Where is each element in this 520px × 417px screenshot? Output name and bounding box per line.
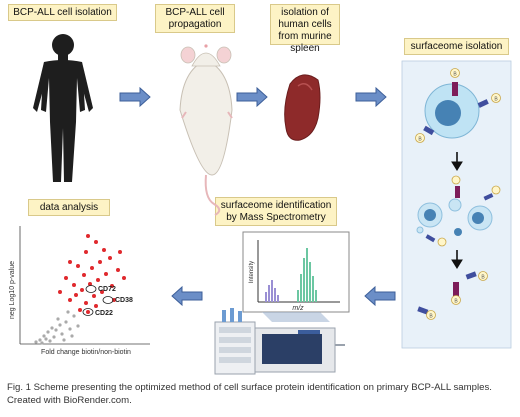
- arrow-5: [171, 285, 203, 307]
- mass-spectrum-plot: Intensity m/z: [242, 231, 350, 313]
- spectrum-peaks-purple: [265, 280, 279, 302]
- spectrum-xlabel: m/z: [292, 305, 304, 312]
- step-label-identification: surfaceome identification by Mass Spectr…: [215, 197, 337, 226]
- svg-text:B: B: [481, 275, 485, 281]
- arrow-4: [364, 285, 396, 307]
- step-label-human-cells: isolation of human cells from murine spl…: [270, 4, 340, 54]
- spleen-icon: [284, 74, 321, 141]
- marker-label-cd72: CD72: [98, 286, 116, 293]
- volcano-ylabel: neg Log10 p-value: [9, 261, 16, 319]
- volcano-plot: CD72 CD38 CD22 neg Log10 p-value Fold ch…: [9, 226, 150, 356]
- captured-proteins: B B B: [417, 271, 488, 320]
- figure-caption: Fig. 1 Scheme presenting the optimized m…: [7, 382, 492, 406]
- svg-text:B: B: [453, 72, 457, 78]
- arrow-3: [355, 86, 387, 108]
- svg-text:B: B: [418, 137, 422, 143]
- step-label-isolation: BCP-ALL cell isolation: [8, 4, 117, 21]
- svg-text:B: B: [494, 97, 498, 103]
- step-label-propagation: BCP-ALL cell propagation: [155, 4, 235, 33]
- step-label-surfaceome-isolation: surfaceome isolation: [404, 38, 509, 55]
- marker-label-cd38: CD38: [115, 297, 133, 304]
- step-label-analysis: data analysis: [28, 199, 110, 216]
- mass-spectrometer-icon: [214, 308, 345, 375]
- spectrum-ylabel: Intensity: [249, 261, 255, 283]
- marker-label-cd22: CD22: [95, 310, 113, 317]
- volcano-xlabel: Fold change biotin/non-biotin: [41, 349, 131, 356]
- spectrum-peaks-green: [297, 248, 317, 302]
- cell-with-proteins: B B B: [415, 68, 501, 143]
- lysed-cell-fragments: [416, 175, 501, 247]
- svg-text:B: B: [454, 299, 458, 305]
- mouse-icon: [179, 44, 233, 216]
- volcano-points-gray: [34, 310, 80, 345]
- svg-text:B: B: [429, 314, 433, 320]
- volcano-points-red: [58, 234, 126, 314]
- arrow-2: [236, 86, 268, 108]
- arrow-1: [119, 86, 151, 108]
- human-silhouette-icon: [33, 34, 93, 182]
